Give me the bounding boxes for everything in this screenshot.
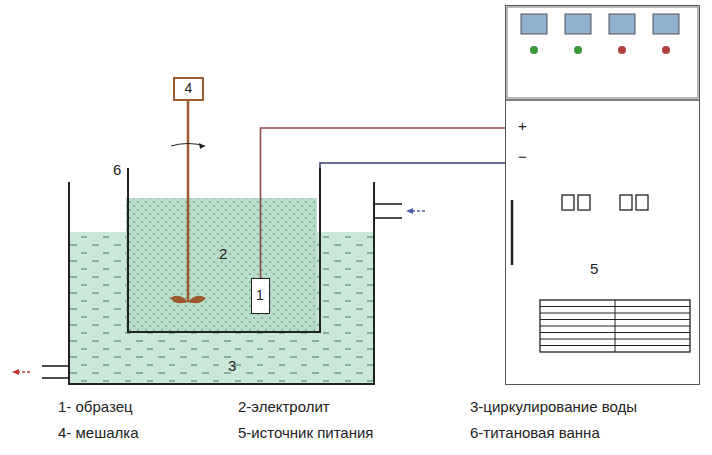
callout-number: 4 bbox=[185, 81, 193, 96]
callout-number: 6 bbox=[113, 162, 121, 179]
titanium-bath: 621 bbox=[127, 168, 321, 333]
part-label: 2-электролит bbox=[238, 398, 330, 415]
part-label: 3-циркулирование воды bbox=[470, 398, 637, 415]
stirrer-motor: 4 bbox=[173, 77, 204, 101]
part-label: 1- образец bbox=[58, 398, 133, 415]
part-label: 6-титановая ванна bbox=[470, 424, 600, 441]
electric-wire bbox=[320, 163, 505, 174]
callout-number: 3 bbox=[228, 358, 236, 375]
callout-number: − bbox=[518, 149, 527, 166]
callout-number: 2 bbox=[219, 246, 227, 263]
callout-number: 1 bbox=[256, 288, 264, 303]
callout-number: + bbox=[518, 118, 527, 135]
part-label: 5-источник питания bbox=[238, 424, 373, 441]
sample: 1 bbox=[251, 278, 270, 314]
water-tank: 3621 bbox=[68, 182, 375, 385]
power-supply: + − 5 bbox=[505, 5, 700, 385]
electric-wire bbox=[261, 128, 506, 278]
part-label: 4- мешалка bbox=[58, 424, 139, 441]
callout-number: 5 bbox=[590, 261, 598, 278]
